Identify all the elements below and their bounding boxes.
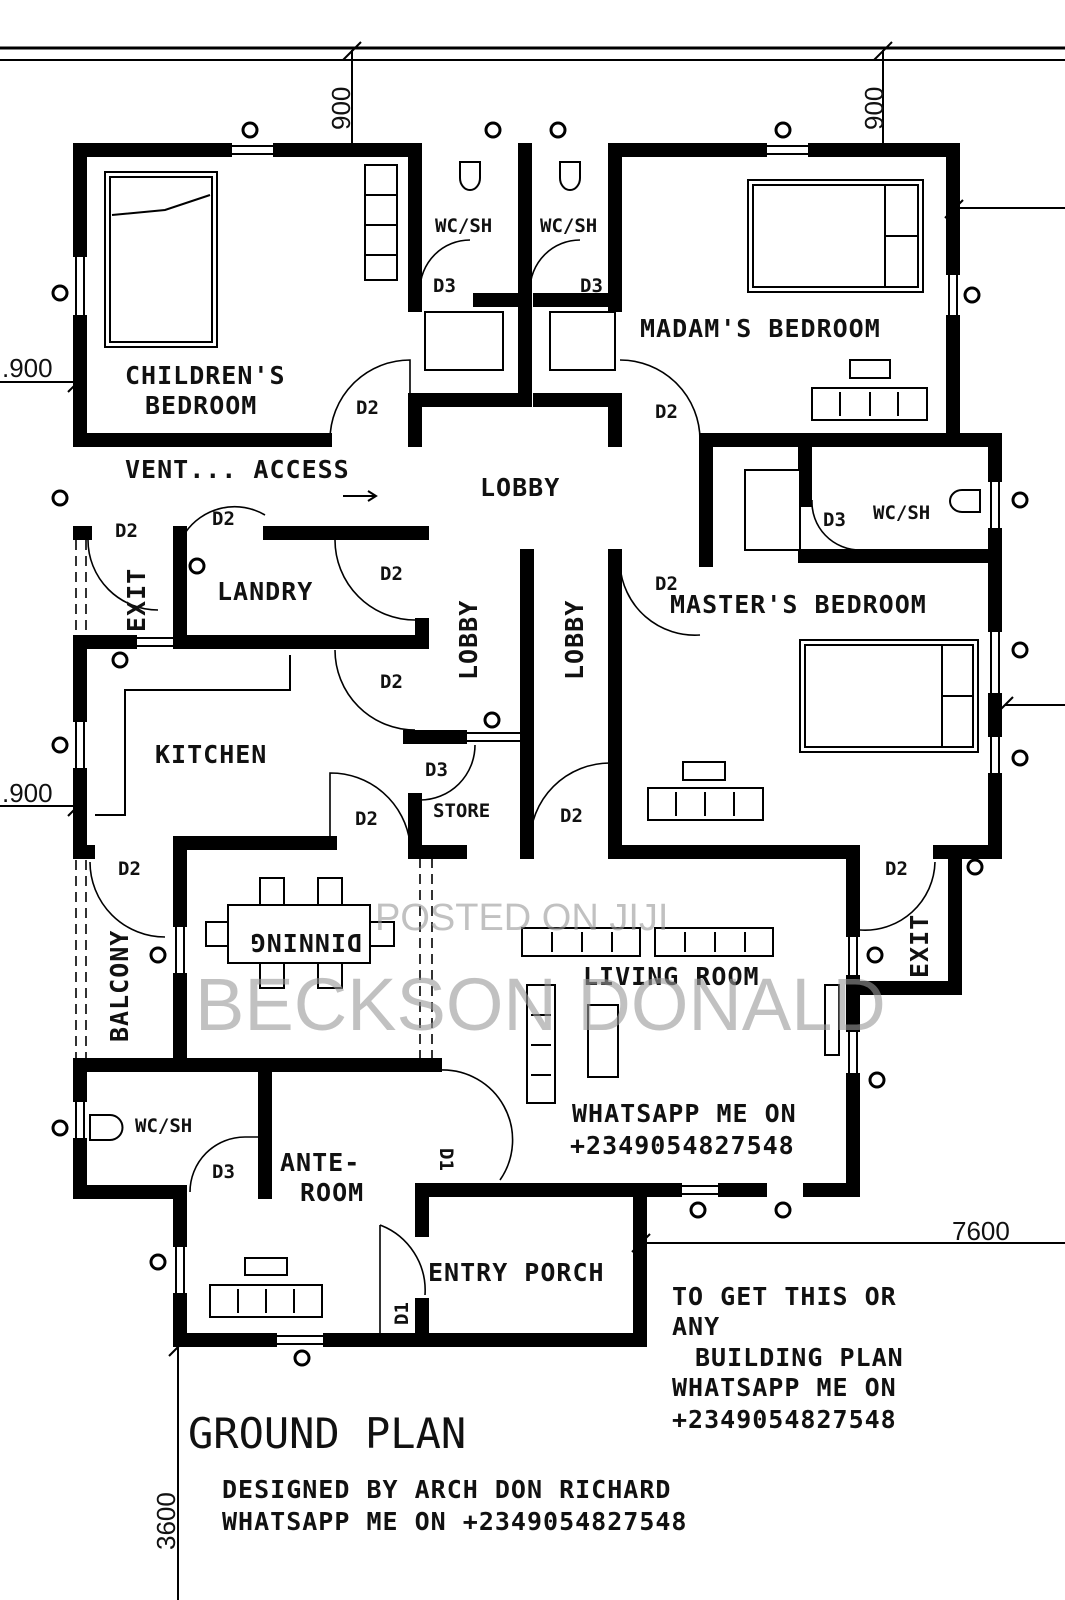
wc4-label: WC/SH — [135, 1115, 192, 1137]
promo-line5: +2349054827548 — [672, 1405, 897, 1434]
door-code-d2-exit-left: D2 — [115, 520, 138, 542]
windows — [75, 145, 1000, 1345]
window-markers — [51, 121, 1029, 1367]
door-code-d3-wc4: D3 — [212, 1161, 235, 1183]
dimension-left-lower: .900 — [2, 778, 53, 808]
lobby-main-label: LOBBY — [480, 473, 560, 502]
door-code-d2-landry-right: D2 — [380, 563, 403, 585]
wc1-label: WC/SH — [435, 215, 492, 237]
wc3-label: WC/SH — [873, 502, 930, 524]
promo-line2: ANY — [672, 1312, 720, 1341]
balcony-label: BALCONY — [105, 930, 134, 1042]
door-code-d2-balcony: D2 — [118, 858, 141, 880]
door-code-d2-landry-top: D2 — [212, 508, 235, 530]
ante-room-label-line1: ANTE- — [280, 1148, 360, 1177]
lobby-vertical-1-label: LOBBY — [454, 600, 483, 680]
walls — [73, 143, 1002, 1347]
masters-bedroom-label: MASTER'S BEDROOM — [670, 590, 927, 619]
whatsapp-note-line2: +2349054827548 — [570, 1131, 795, 1160]
door-code-d2-exit-right: D2 — [885, 858, 908, 880]
exit-left-label: EXIT — [122, 568, 151, 632]
promo-line1: TO GET THIS OR — [672, 1282, 897, 1311]
dimension-left-upper: .900 — [2, 353, 53, 383]
door-code-d3-b: D3 — [580, 275, 603, 297]
promo-line3: BUILDING PLAN — [695, 1343, 904, 1372]
madams-bedroom-label: MADAM'S BEDROOM — [640, 314, 881, 343]
door-code-d2-lobby-bottom: D2 — [560, 805, 583, 827]
promo-line4: WHATSAPP ME ON — [672, 1373, 897, 1402]
dinning-label: DINNING — [250, 928, 362, 957]
exit-right-label: EXIT — [905, 914, 934, 978]
door-code-d2-master: D2 — [655, 573, 678, 595]
dimension-bottom: 3600 — [151, 1492, 181, 1550]
top-border-lines — [0, 46, 1065, 61]
childrens-bedroom-label-line1: CHILDREN'S — [125, 361, 286, 390]
dimension-top-right: 900 — [859, 87, 889, 130]
door-swings — [87, 239, 936, 1335]
door-code-d3-master: D3 — [823, 509, 846, 531]
designer-line1: DESIGNED BY ARCH DON RICHARD — [222, 1475, 671, 1504]
kitchen-label: KITCHEN — [155, 740, 267, 769]
dimension-right: 7600 — [952, 1216, 1010, 1246]
door-code-d2-madam: D2 — [655, 401, 678, 423]
door-code-d1-living: D1 — [435, 1148, 457, 1171]
ante-room-label-line2: ROOM — [300, 1178, 364, 1207]
landry-label: LANDRY — [217, 577, 313, 606]
door-code-d3-a: D3 — [433, 275, 456, 297]
door-code-d3-store: D3 — [425, 759, 448, 781]
plan-title: GROUND PLAN — [188, 1409, 466, 1458]
furniture — [89, 161, 981, 1318]
vent-arrow — [343, 490, 378, 502]
door-code-d2-kitchen-bottom: D2 — [355, 808, 378, 830]
lobby-vertical-2-label: LOBBY — [560, 600, 589, 680]
living-room-label: LIVING ROOM — [583, 962, 760, 991]
entry-porch-label: ENTRY PORCH — [428, 1258, 605, 1287]
childrens-bedroom-label-line2: BEDROOM — [145, 391, 257, 420]
dimension-top-left: 900 — [326, 87, 356, 130]
vent-access-label: VENT... ACCESS — [125, 455, 350, 484]
door-code-d1-ante: D1 — [391, 1302, 413, 1325]
watermark-name: BECKSON DONALD — [195, 963, 886, 1046]
whatsapp-note-line1: WHATSAPP ME ON — [572, 1099, 797, 1128]
dashed-openings — [75, 540, 433, 1060]
store-label: STORE — [433, 800, 490, 822]
door-code-d2-kitchen-right: D2 — [380, 671, 403, 693]
designer-line2: WHATSAPP ME ON +2349054827548 — [222, 1507, 688, 1536]
door-code-d2-children: D2 — [356, 397, 379, 419]
wc2-label: WC/SH — [540, 215, 597, 237]
watermark-posted: POSTED ON JIJI — [375, 897, 668, 939]
